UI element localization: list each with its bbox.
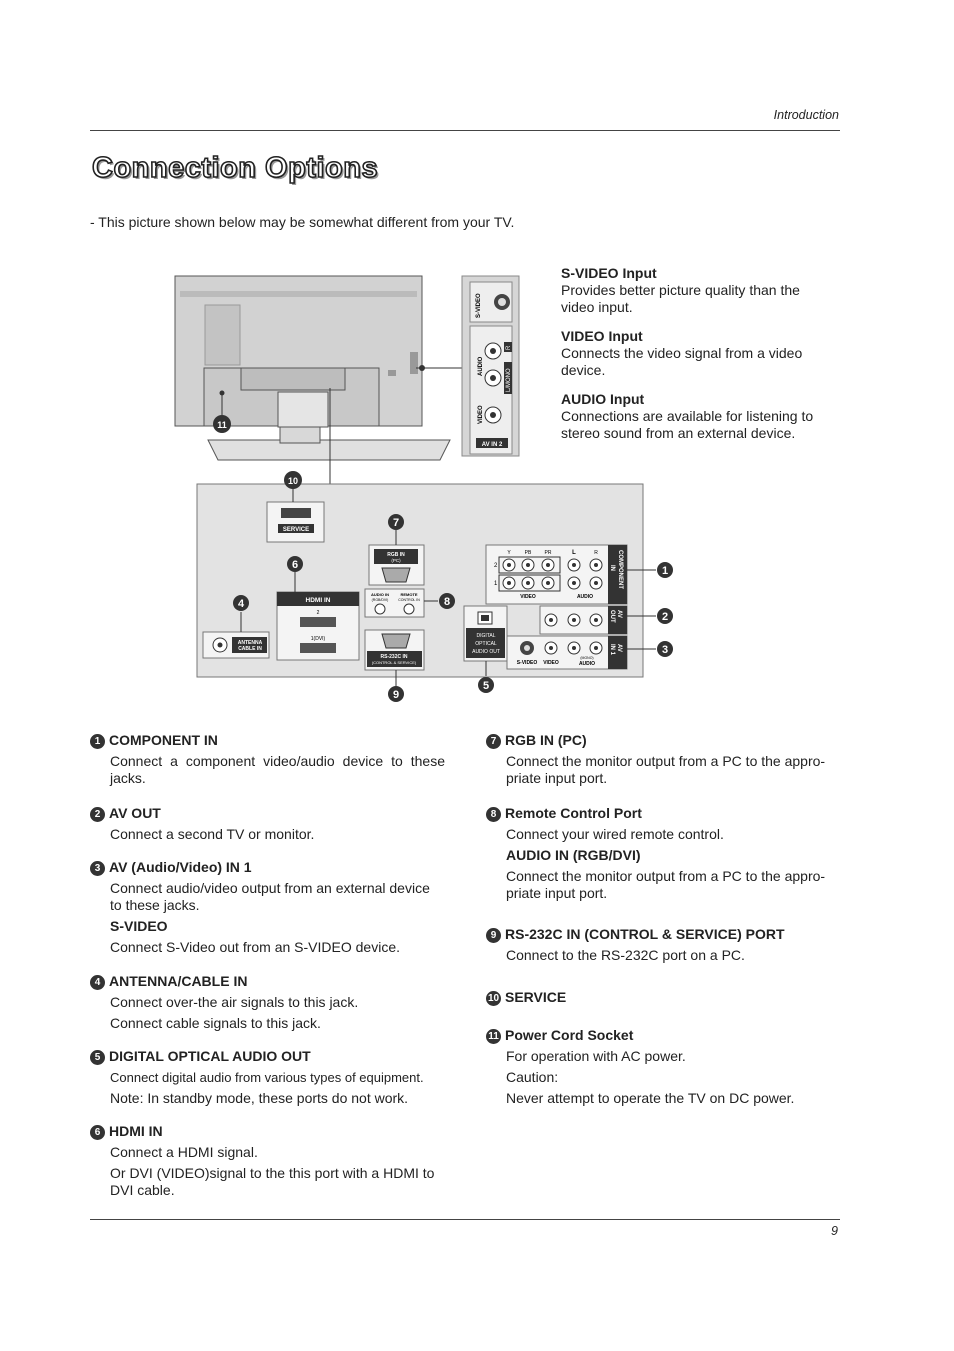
comp-row1-label: 1: [494, 581, 498, 587]
callout-1: 1: [662, 565, 668, 577]
bullet-2: 2: [90, 806, 105, 822]
bullet-3: 3: [90, 860, 105, 876]
hdmi-port2-label: 2: [317, 610, 320, 616]
page-title: Connection Options: [91, 151, 379, 185]
callout-3: 3: [662, 644, 668, 656]
callout-2: 2: [662, 611, 668, 623]
connection-diagram: S-VIDEO AUDIO R L/MONO VIDEO AV IN 2 SER…: [174, 275, 673, 702]
side-item-svideo: S-VIDEO Input Provides better picture qu…: [561, 265, 800, 315]
avin1-label: AV: [616, 644, 622, 652]
callout-11: 11: [217, 420, 227, 430]
footer-rule: [90, 1219, 840, 1220]
hdmi-label: HDMI IN: [306, 597, 331, 604]
bullet-6: 6: [90, 1124, 105, 1140]
side-svideo-label: S-VIDEO: [476, 293, 482, 318]
comp-pb-label: PB: [525, 550, 532, 556]
bullet-10: 10: [486, 990, 501, 1006]
rear-jack-panel: SERVICE HDMI IN 2 1(DVI) RGB IN (PC) AUD…: [196, 483, 656, 686]
header-rule: [90, 130, 840, 131]
avin1-svideo-label: S-VIDEO: [517, 660, 538, 666]
side-panel: S-VIDEO Input Provides better picture qu…: [561, 265, 836, 454]
comp-r-label: R: [594, 550, 598, 556]
side-r-label: R: [506, 345, 512, 350]
avin1-mono-label: (MONO): [580, 656, 593, 660]
component-label: COMPONENT: [617, 550, 623, 589]
callout-10: 10: [288, 476, 298, 486]
callout-markers: 1 2 3 4 5 6 7 8 9 10 11: [213, 415, 673, 702]
optical-label-1: DIGITAL: [476, 633, 495, 639]
rgb-label: RGB IN: [387, 552, 405, 558]
tv-back-illustration: [174, 275, 470, 484]
avin1-video-label: VIDEO: [543, 660, 559, 666]
audio-in-label: AUDIO IN: [371, 592, 389, 597]
bullet-4: 4: [90, 974, 105, 990]
callout-6: 6: [292, 559, 298, 571]
callout-4: 4: [238, 598, 245, 610]
side-lmono-label: L/MONO: [506, 368, 512, 392]
rgb-sub-label: (PC): [391, 558, 401, 563]
callout-9: 9: [393, 689, 399, 701]
comp-row2-label: 2: [494, 563, 498, 569]
rs232-label: RS-232C IN: [381, 654, 408, 660]
remote-label: REMOTE: [400, 592, 417, 597]
antenna-label: ANTENNA: [238, 640, 263, 646]
audio-in-sub-label: (RGB/DVI): [372, 598, 389, 602]
component-in-label: IN: [609, 565, 615, 571]
bullet-8: 8: [486, 806, 501, 822]
hdmi-port1-label: 1(DVI): [311, 636, 326, 642]
side-item-audio: AUDIO Input Connections are available fo…: [561, 391, 814, 441]
comp-pr-label: PR: [545, 550, 552, 556]
side-jack-panel: S-VIDEO AUDIO R L/MONO VIDEO AV IN 2: [461, 275, 520, 457]
optical-label-2: OPTICAL: [475, 641, 497, 647]
avout-label: AV: [616, 610, 622, 618]
bullet-1: 1: [90, 733, 105, 749]
bullet-5: 5: [90, 1049, 105, 1065]
bullet-9: 9: [486, 927, 501, 943]
page-number: 9: [831, 1224, 838, 1238]
side-avin2-label: AV IN 2: [482, 442, 503, 448]
bullet-11: 11: [486, 1028, 501, 1044]
optical-label-3: AUDIO OUT: [472, 649, 500, 655]
page-subtitle: - This picture shown below may be somewh…: [90, 214, 515, 230]
callout-8: 8: [444, 596, 450, 608]
callout-7: 7: [393, 517, 399, 529]
callout-5: 5: [483, 680, 489, 692]
avout-label-2: OUT: [609, 610, 615, 623]
section-label: Introduction: [773, 108, 839, 122]
comp-l-label: L: [572, 550, 576, 556]
service-label: SERVICE: [283, 527, 309, 533]
side-video-label: VIDEO: [478, 405, 484, 424]
side-audio-label: AUDIO: [478, 356, 484, 376]
comp-audio-label: AUDIO: [577, 594, 593, 600]
rs232-sub-label: (CONTROL & SERVICE): [372, 660, 417, 665]
bullet-7: 7: [486, 733, 501, 749]
antenna-sub-label: CABLE IN: [238, 646, 262, 652]
comp-y-label: Y: [507, 550, 511, 556]
comp-video-label: VIDEO: [520, 594, 536, 600]
avin1-audio-label: AUDIO: [579, 661, 595, 667]
side-item-video: VIDEO Input Connects the video signal fr…: [561, 328, 803, 378]
remote-sub-label: CONTROL IN: [398, 598, 420, 602]
avin1-label-2: IN 1: [609, 644, 615, 656]
